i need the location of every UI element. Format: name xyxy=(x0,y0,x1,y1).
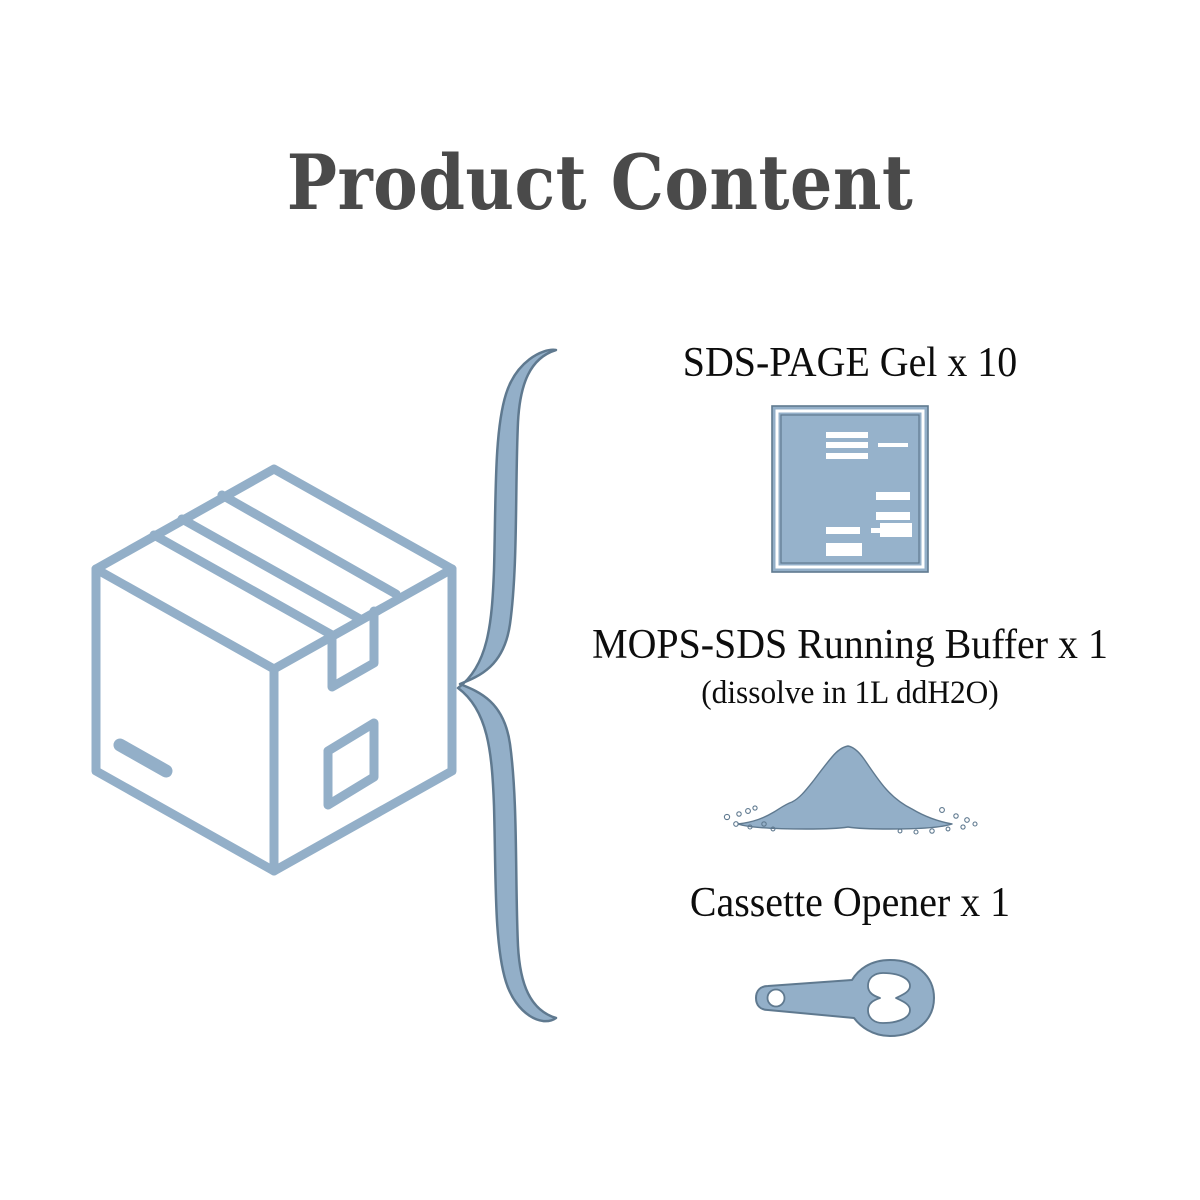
sds-page-gel-icon xyxy=(500,404,1200,579)
cassette-opener-icon xyxy=(500,948,1200,1053)
item-label-mops-sds-running-buffer: MOPS-SDS Running Buffer x 1 xyxy=(592,622,1108,668)
item-label-cassette-opener: Cassette Opener x 1 xyxy=(689,880,1011,926)
list-item-mops-sds-running-buffer: MOPS-SDS Running Buffer x 1 (dissolve in… xyxy=(500,620,1200,841)
product-contents-list: SDS-PAGE Gel x 10 xyxy=(500,320,1200,1080)
list-item-sds-page-gel: SDS-PAGE Gel x 10 xyxy=(500,338,1200,579)
curly-brace-icon xyxy=(432,336,592,1036)
page-title: Product Content xyxy=(286,138,914,227)
powder-pile-icon xyxy=(500,736,1200,841)
item-label-sds-page-gel: SDS-PAGE Gel x 10 xyxy=(682,340,1018,386)
item-sublabel-mops-sds-running-buffer: (dissolve in 1L ddH2O) xyxy=(701,675,999,711)
list-item-cassette-opener: Cassette Opener x 1 xyxy=(500,878,1200,1053)
cardboard-box-icon xyxy=(78,455,470,885)
